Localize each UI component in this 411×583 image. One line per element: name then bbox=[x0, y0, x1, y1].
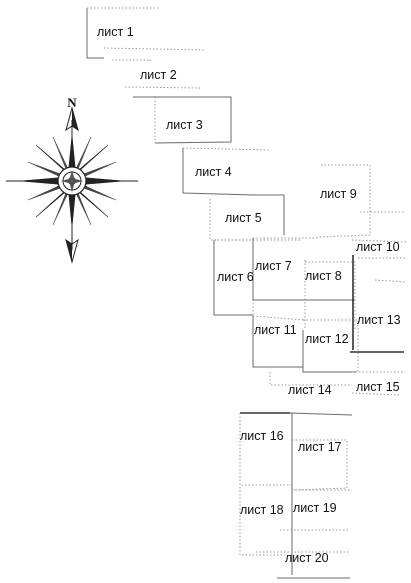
sheet-label-18: лист 18 bbox=[240, 503, 284, 517]
sheet-label-16: лист 16 bbox=[240, 429, 284, 443]
compass-rose-icon: N bbox=[6, 95, 138, 262]
sheet-labels: лист 1 лист 2 лист 3 лист 4 лист 5 лист … bbox=[97, 25, 401, 565]
sheet-label-8: лист 8 bbox=[305, 269, 342, 283]
sheet-label-19: лист 19 bbox=[293, 501, 337, 515]
sheet-label-6: лист 6 bbox=[217, 270, 254, 284]
sheet-label-14: лист 14 bbox=[288, 383, 332, 397]
sheet-label-2: лист 2 bbox=[140, 68, 177, 82]
sheet-label-7: лист 7 bbox=[255, 259, 292, 273]
sheet-label-15: лист 15 bbox=[356, 380, 400, 394]
sheet-label-4: лист 4 bbox=[195, 165, 232, 179]
sheet-label-20: лист 20 bbox=[285, 551, 329, 565]
sheet-label-13: лист 13 bbox=[357, 313, 401, 327]
sheet-label-12: лист 12 bbox=[305, 332, 349, 346]
sheet-label-10: лист 10 bbox=[356, 240, 400, 254]
sheet-label-11: лист 11 bbox=[254, 323, 297, 337]
sheet-label-5: лист 5 bbox=[225, 211, 262, 225]
sheet-label-3: лист 3 bbox=[166, 118, 203, 132]
sheet-label-9: лист 9 bbox=[320, 187, 357, 201]
sheet-frames bbox=[87, 8, 407, 578]
sheet-label-1: лист 1 bbox=[97, 25, 134, 39]
sheet-label-17: лист 17 bbox=[298, 440, 342, 454]
